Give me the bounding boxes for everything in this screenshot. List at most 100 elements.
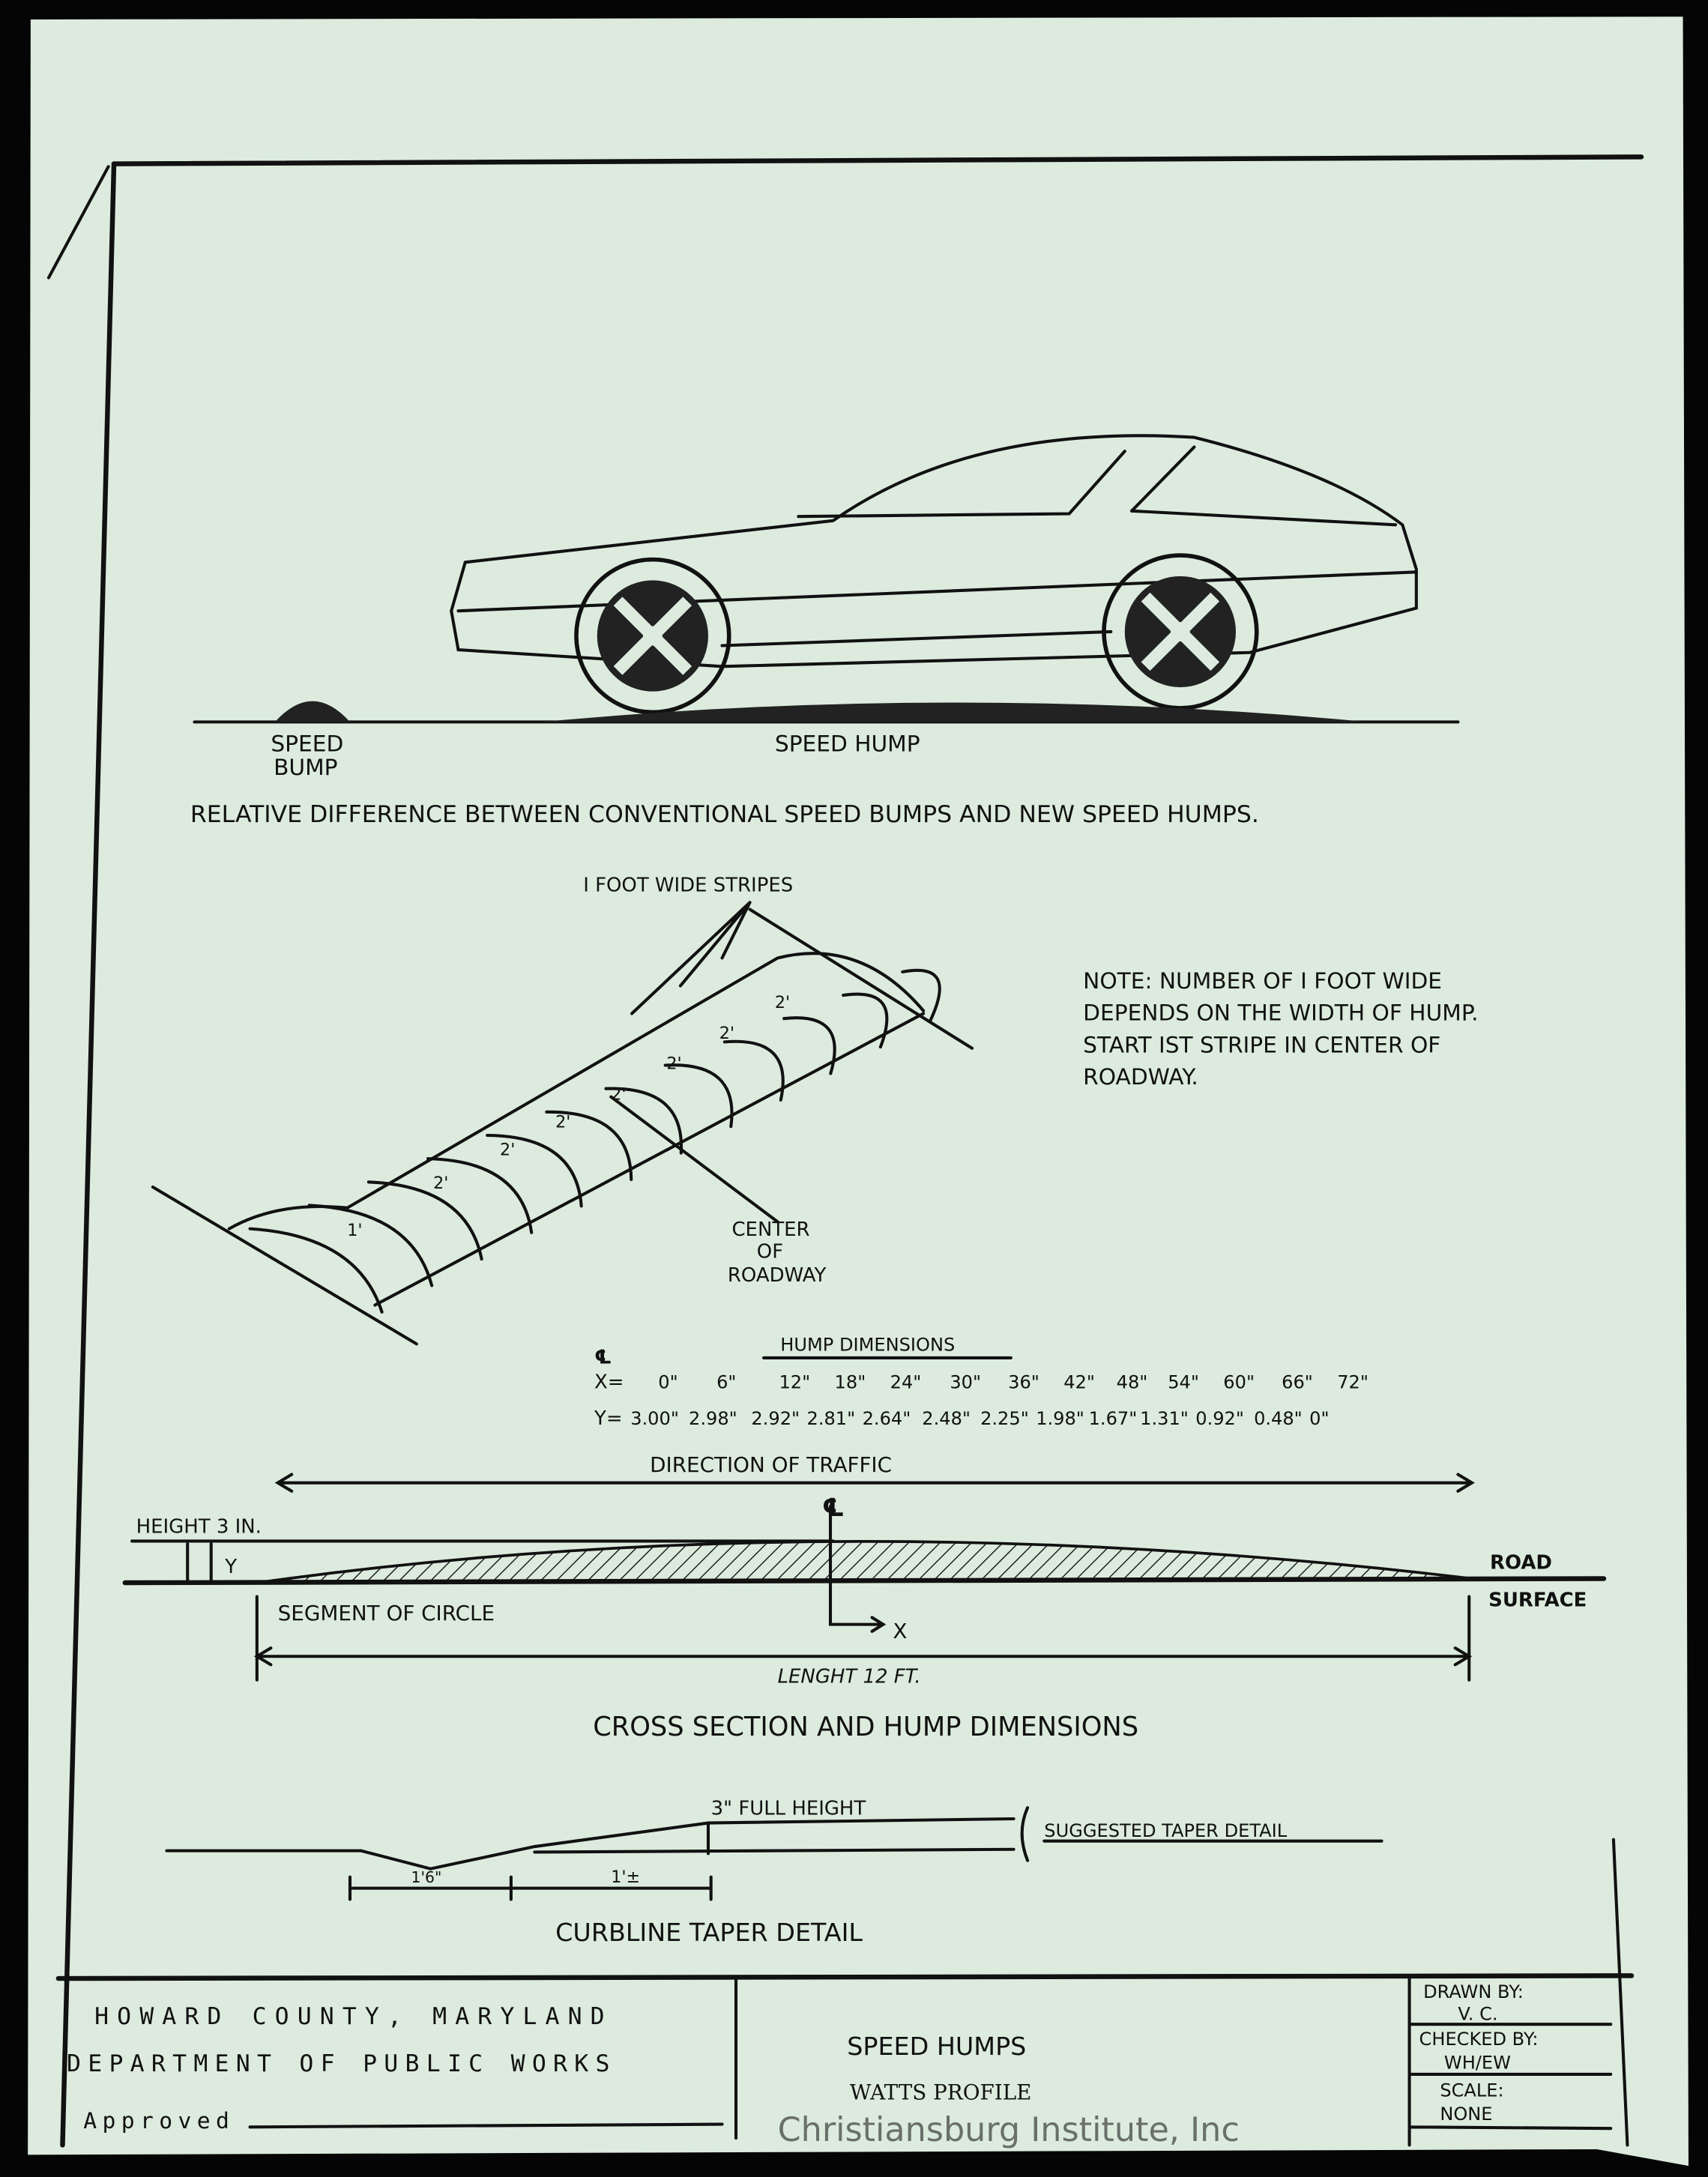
drawn-by-value: V. C. [1458,2004,1497,2025]
suggested-taper-label: SUGGESTED TAPER DETAIL [1044,1820,1287,1841]
x-value: 36" [1008,1372,1039,1393]
stripe-mark: 2' [775,993,790,1012]
x-value: 66" [1282,1372,1313,1393]
y-value: 0.92" [1195,1408,1244,1429]
stripe-mark: 1' [347,1221,362,1240]
x-label: X= [594,1371,624,1394]
x-value: 42" [1063,1372,1095,1393]
y-value: 0.48" [1254,1408,1303,1429]
speed-hump-shape [541,702,1368,722]
drawing-subtitle: WATTS PROFILE [850,2080,1032,2104]
stripe-line [842,992,889,1049]
y-label: Y= [594,1407,623,1430]
stripes-label: I FOOT WIDE STRIPES [583,874,793,896]
speed-hump-label: SPEED HUMP [775,730,920,756]
speed-bump-shape [274,701,350,722]
car-drawing [450,434,1418,715]
cross-section-diagram: DIRECTION OF TRAFFIC ℄ HEIGHT 3 IN. Y X … [122,1452,1607,1742]
stripe-line [782,1016,836,1075]
height-label: HEIGHT 3 IN. [136,1515,262,1538]
stripe-line [486,1133,583,1208]
y-value: 2.48" [922,1408,971,1429]
watermark: Christiansburg Institute, Inc [778,2111,1240,2149]
y-value: 2.81" [807,1408,856,1429]
surface-label: SURFACE [1488,1589,1587,1612]
y-axis-label: Y [224,1556,237,1578]
stripe-line [545,1110,633,1181]
stripe-line [663,1063,734,1129]
x-value: 30" [950,1372,981,1393]
segment-label: SEGMENT OF CIRCLE [278,1601,495,1625]
center-label-2: OF [757,1241,783,1263]
x-value: 72" [1337,1372,1368,1393]
y-value: 2.64" [863,1408,911,1429]
y-value: 1.31" [1140,1408,1189,1429]
stripe-line [426,1157,534,1234]
direction-label: DIRECTION OF TRAFFIC [650,1452,892,1477]
x-value: 6" [716,1372,736,1393]
stripe-line [307,1204,434,1287]
x-value: 54" [1168,1372,1199,1393]
car-comparison-diagram: SPEED BUMP SPEED HUMP RELATIVE DIFFERENC… [190,434,1460,828]
taper-detail-diagram: 3" FULL HEIGHT SUGGESTED TAPER DETAIL 1'… [165,1797,1383,1947]
center-label-3: ROADWAY [728,1264,827,1287]
org-line-2: DEPARTMENT OF PUBLIC WORKS [67,2050,617,2077]
stripe-line [722,1039,785,1102]
title-block: HOWARD COUNTY, MARYLAND DEPARTMENT OF PU… [55,1973,1635,2147]
stripe-mark: 2' [666,1054,681,1074]
y-value: 2.98" [689,1408,737,1429]
full-height-label: 3" FULL HEIGHT [711,1797,866,1820]
center-label: CENTER [731,1219,809,1241]
stripes-diagram: I FOOT WIDE STRIPES 1' 2' 2' 2' 2' 2' 2'… [151,874,1479,1346]
scale-label: SCALE: [1440,2080,1503,2101]
stripe-line [901,968,941,1022]
x-value: 18" [835,1372,866,1393]
x-value: 48" [1117,1372,1148,1393]
drawing-border [46,154,1644,2148]
x-value: 12" [779,1372,810,1393]
road-label: ROAD [1490,1552,1552,1574]
note-line: START IST STRIPE IN CENTER OF [1083,1031,1440,1057]
stripe-line [248,1227,384,1314]
approved-label: Approved [83,2107,235,2134]
length-label: LENGHT 12 FT. [778,1665,921,1688]
centerline-marker: ℄ [822,1493,845,1522]
taper-dim-1: 1'6" [411,1868,441,1886]
stripe-mark: 2' [719,1024,734,1043]
y-value: 2.92" [751,1408,800,1429]
x-value: 60" [1223,1372,1255,1393]
org-line-1: HOWARD COUNTY, MARYLAND [94,2003,613,2030]
centerline-symbol: ℄ [594,1346,612,1368]
checked-by-label: CHECKED BY: [1419,2029,1539,2050]
diagram1-caption: RELATIVE DIFFERENCE BETWEEN CONVENTIONAL… [190,801,1259,828]
scale-value: NONE [1440,2104,1492,2125]
drawn-by-label: DRAWN BY: [1423,1981,1524,2002]
y-value: 3.00" [630,1408,679,1429]
stripe-line [604,1087,683,1155]
hump-profile [256,1540,1473,1584]
y-value: 0" [1309,1408,1329,1429]
x-axis-label: X [893,1619,907,1643]
taper-dim-2: 1'± [611,1867,640,1887]
stripe-mark: 2' [500,1140,515,1159]
note-line: NOTE: NUMBER OF I FOOT WIDE [1083,967,1442,994]
paper-sheet [28,16,1689,2167]
stripe-mark: 2' [433,1174,448,1193]
speed-bump-label-2: BUMP [274,754,337,780]
dimensions-title: HUMP DIMENSIONS [780,1335,955,1356]
y-value: 1.98" [1036,1408,1084,1429]
note-line: ROADWAY. [1083,1063,1198,1090]
rear-wheel-icon [1102,553,1259,710]
note-line: DEPENDS ON THE WIDTH OF HUMP. [1083,1000,1478,1026]
x-value: 24" [890,1372,922,1393]
y-value: 2.25" [980,1408,1029,1429]
y-value: 1.67" [1089,1408,1138,1429]
x-value: 0" [658,1372,678,1393]
hump-dimensions-table: ℄ HUMP DIMENSIONS X= Y= 0" 6" 12" 18" 24" 30"… [594,1335,1368,1430]
checked-by-value: WH/EW [1444,2052,1511,2073]
drawing-title: SPEED HUMPS [847,2032,1026,2061]
taper-caption: CURBLINE TAPER DETAIL [555,1918,863,1947]
stripe-line [366,1180,483,1261]
stripe-mark: 2' [555,1112,570,1132]
